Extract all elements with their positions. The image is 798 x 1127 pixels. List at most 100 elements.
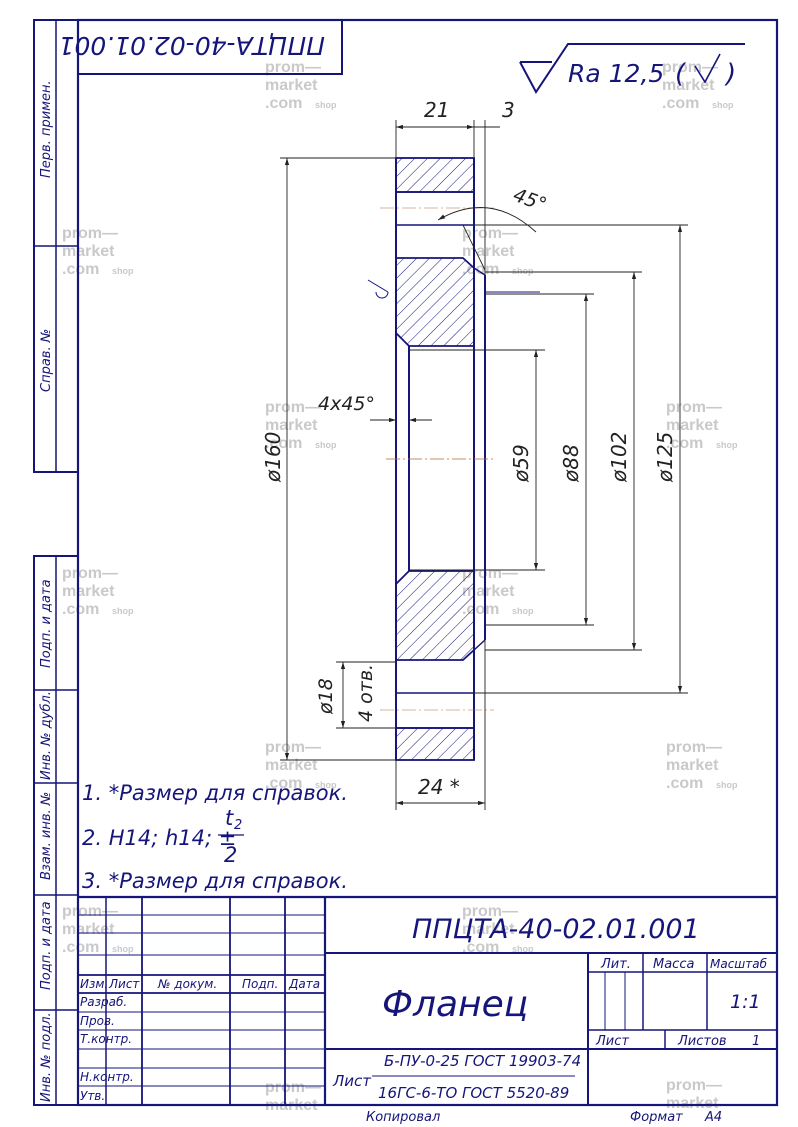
note-2-subscript: 2 (234, 818, 242, 833)
svg-text:.com: .com (265, 435, 302, 452)
notes: 1. *Размер для справок. 2. H14; h14; ± t… (82, 781, 348, 893)
svg-text:prom—: prom— (265, 399, 321, 416)
side-label-inv-podl: Инв. № подл. (39, 1012, 54, 1102)
note-2-numerator: t (225, 806, 234, 830)
col-massa: Масса (653, 957, 694, 972)
col-docum: № докум. (157, 977, 217, 991)
note-2: 2. H14; h14; ± (82, 826, 236, 850)
svg-text:prom—: prom— (265, 1079, 321, 1096)
svg-text:prom—: prom— (62, 225, 118, 242)
dim-21: 21 (424, 98, 449, 122)
svg-text:shop: shop (716, 780, 738, 790)
watermark: prom—market.com shop (662, 59, 734, 112)
roughness-symbol: Ra 12,5 ( ) (519, 43, 745, 94)
top-stamp: ППЦТА-40-02.01.001 (59, 19, 343, 75)
row-razrab: Разраб. (80, 995, 127, 1009)
material-line-2: 16ГС-6-ТО ГОСТ 5520-89 (378, 1084, 569, 1102)
side-label-podp1: Подп. и дата (39, 579, 54, 668)
watermark: prom—market.com shop (265, 399, 337, 452)
svg-text:prom—: prom— (62, 903, 118, 920)
dim-45: 45° (510, 184, 549, 216)
col-list: Лист (108, 977, 140, 991)
format-label: Формат (630, 1110, 683, 1125)
flange-section (367, 157, 540, 761)
col-data: Дата (288, 977, 320, 991)
svg-text:market: market (666, 1095, 719, 1112)
svg-text:shop: shop (716, 440, 738, 450)
svg-text:.com: .com (662, 95, 699, 112)
svg-text:market: market (666, 757, 719, 774)
side-strip: Перв. примен. Справ. № Подп. и дата Инв.… (33, 19, 79, 1106)
hatch-area (395, 257, 475, 347)
side-label-podp2: Подп. и дата (39, 901, 54, 990)
dim-160: ø160 (261, 432, 285, 483)
title-block: ППЦТА-40-02.01.001 Фланец Изм. Лист № до… (78, 895, 777, 1125)
svg-text:market: market (662, 77, 715, 94)
material-line-1: Б-ПУ-0-25 ГОСТ 19903-74 (384, 1052, 581, 1070)
svg-text:prom—: prom— (62, 565, 118, 582)
col-sheet: Лист (595, 1034, 629, 1049)
svg-text:prom—: prom— (662, 59, 718, 76)
dim-102: ø102 (607, 432, 631, 483)
svg-text:.com: .com (265, 775, 302, 792)
col-sheets: Листов (677, 1034, 727, 1049)
svg-text:shop: shop (512, 944, 534, 954)
svg-text:shop: shop (112, 944, 134, 954)
svg-text:prom—: prom— (666, 1077, 722, 1094)
row-tkontr: Т.контр. (80, 1032, 132, 1046)
dimensions: 21 3 45° 4x45° ø160 ø59 ø88 ø102 ø125 (261, 98, 688, 810)
format-value: А4 (704, 1110, 722, 1125)
svg-text:shop: shop (315, 780, 337, 790)
svg-text:prom—: prom— (666, 739, 722, 756)
scale-value: 1:1 (730, 991, 761, 1013)
svg-text:shop: shop (315, 100, 337, 110)
dim-125: ø125 (653, 432, 677, 483)
svg-text:shop: shop (315, 440, 337, 450)
row-prov: Пров. (80, 1014, 115, 1028)
svg-text:prom—: prom— (265, 739, 321, 756)
note-1: 1. *Размер для справок. (82, 781, 348, 805)
svg-text:prom—: prom— (265, 59, 321, 76)
svg-text:): ) (724, 59, 736, 89)
row-utv: Утв. (80, 1089, 105, 1103)
svg-text:market: market (462, 921, 515, 938)
svg-text:prom—: prom— (666, 399, 722, 416)
material-label: Лист (332, 1072, 372, 1090)
watermark: prom—market (666, 1077, 722, 1112)
svg-text:market: market (265, 417, 318, 434)
svg-text:prom—: prom— (462, 225, 518, 242)
svg-text:.com: .com (62, 601, 99, 618)
dim-holes: 4 отв. (355, 664, 377, 722)
svg-text:shop: shop (712, 100, 734, 110)
row-nkontr: Н.контр. (80, 1070, 134, 1084)
col-podp: Подп. (242, 977, 278, 991)
side-label-sprav: Справ. № (39, 329, 54, 392)
dim-18: ø18 (315, 678, 337, 715)
side-label-inv-dubl: Инв. № дубл. (39, 691, 54, 780)
svg-text:.com: .com (62, 261, 99, 278)
roughness-value: Ra 12,5 (568, 59, 664, 88)
note-3: 3. *Размер для справок. (82, 869, 348, 893)
note-2-denominator: 2 (224, 843, 237, 867)
dim-59: ø59 (509, 444, 533, 483)
col-lit: Лит. (600, 957, 631, 972)
svg-text:.com: .com (265, 95, 302, 112)
hatch-area (395, 727, 475, 761)
col-masshtab: Масштаб (710, 957, 768, 971)
title-doc-number: ППЦТА-40-02.01.001 (412, 914, 700, 945)
side-label-perv: Перв. примен. (39, 80, 54, 178)
svg-text:prom—: prom— (462, 565, 518, 582)
kopiroval-label: Копировал (366, 1110, 440, 1125)
side-label-vzam: Взам. инв. № (39, 792, 54, 880)
svg-text:.com: .com (666, 435, 703, 452)
dim-24: 24 * (418, 775, 460, 799)
hatch-area (395, 157, 475, 193)
hatch-area (395, 570, 475, 661)
svg-text:market: market (462, 243, 515, 260)
